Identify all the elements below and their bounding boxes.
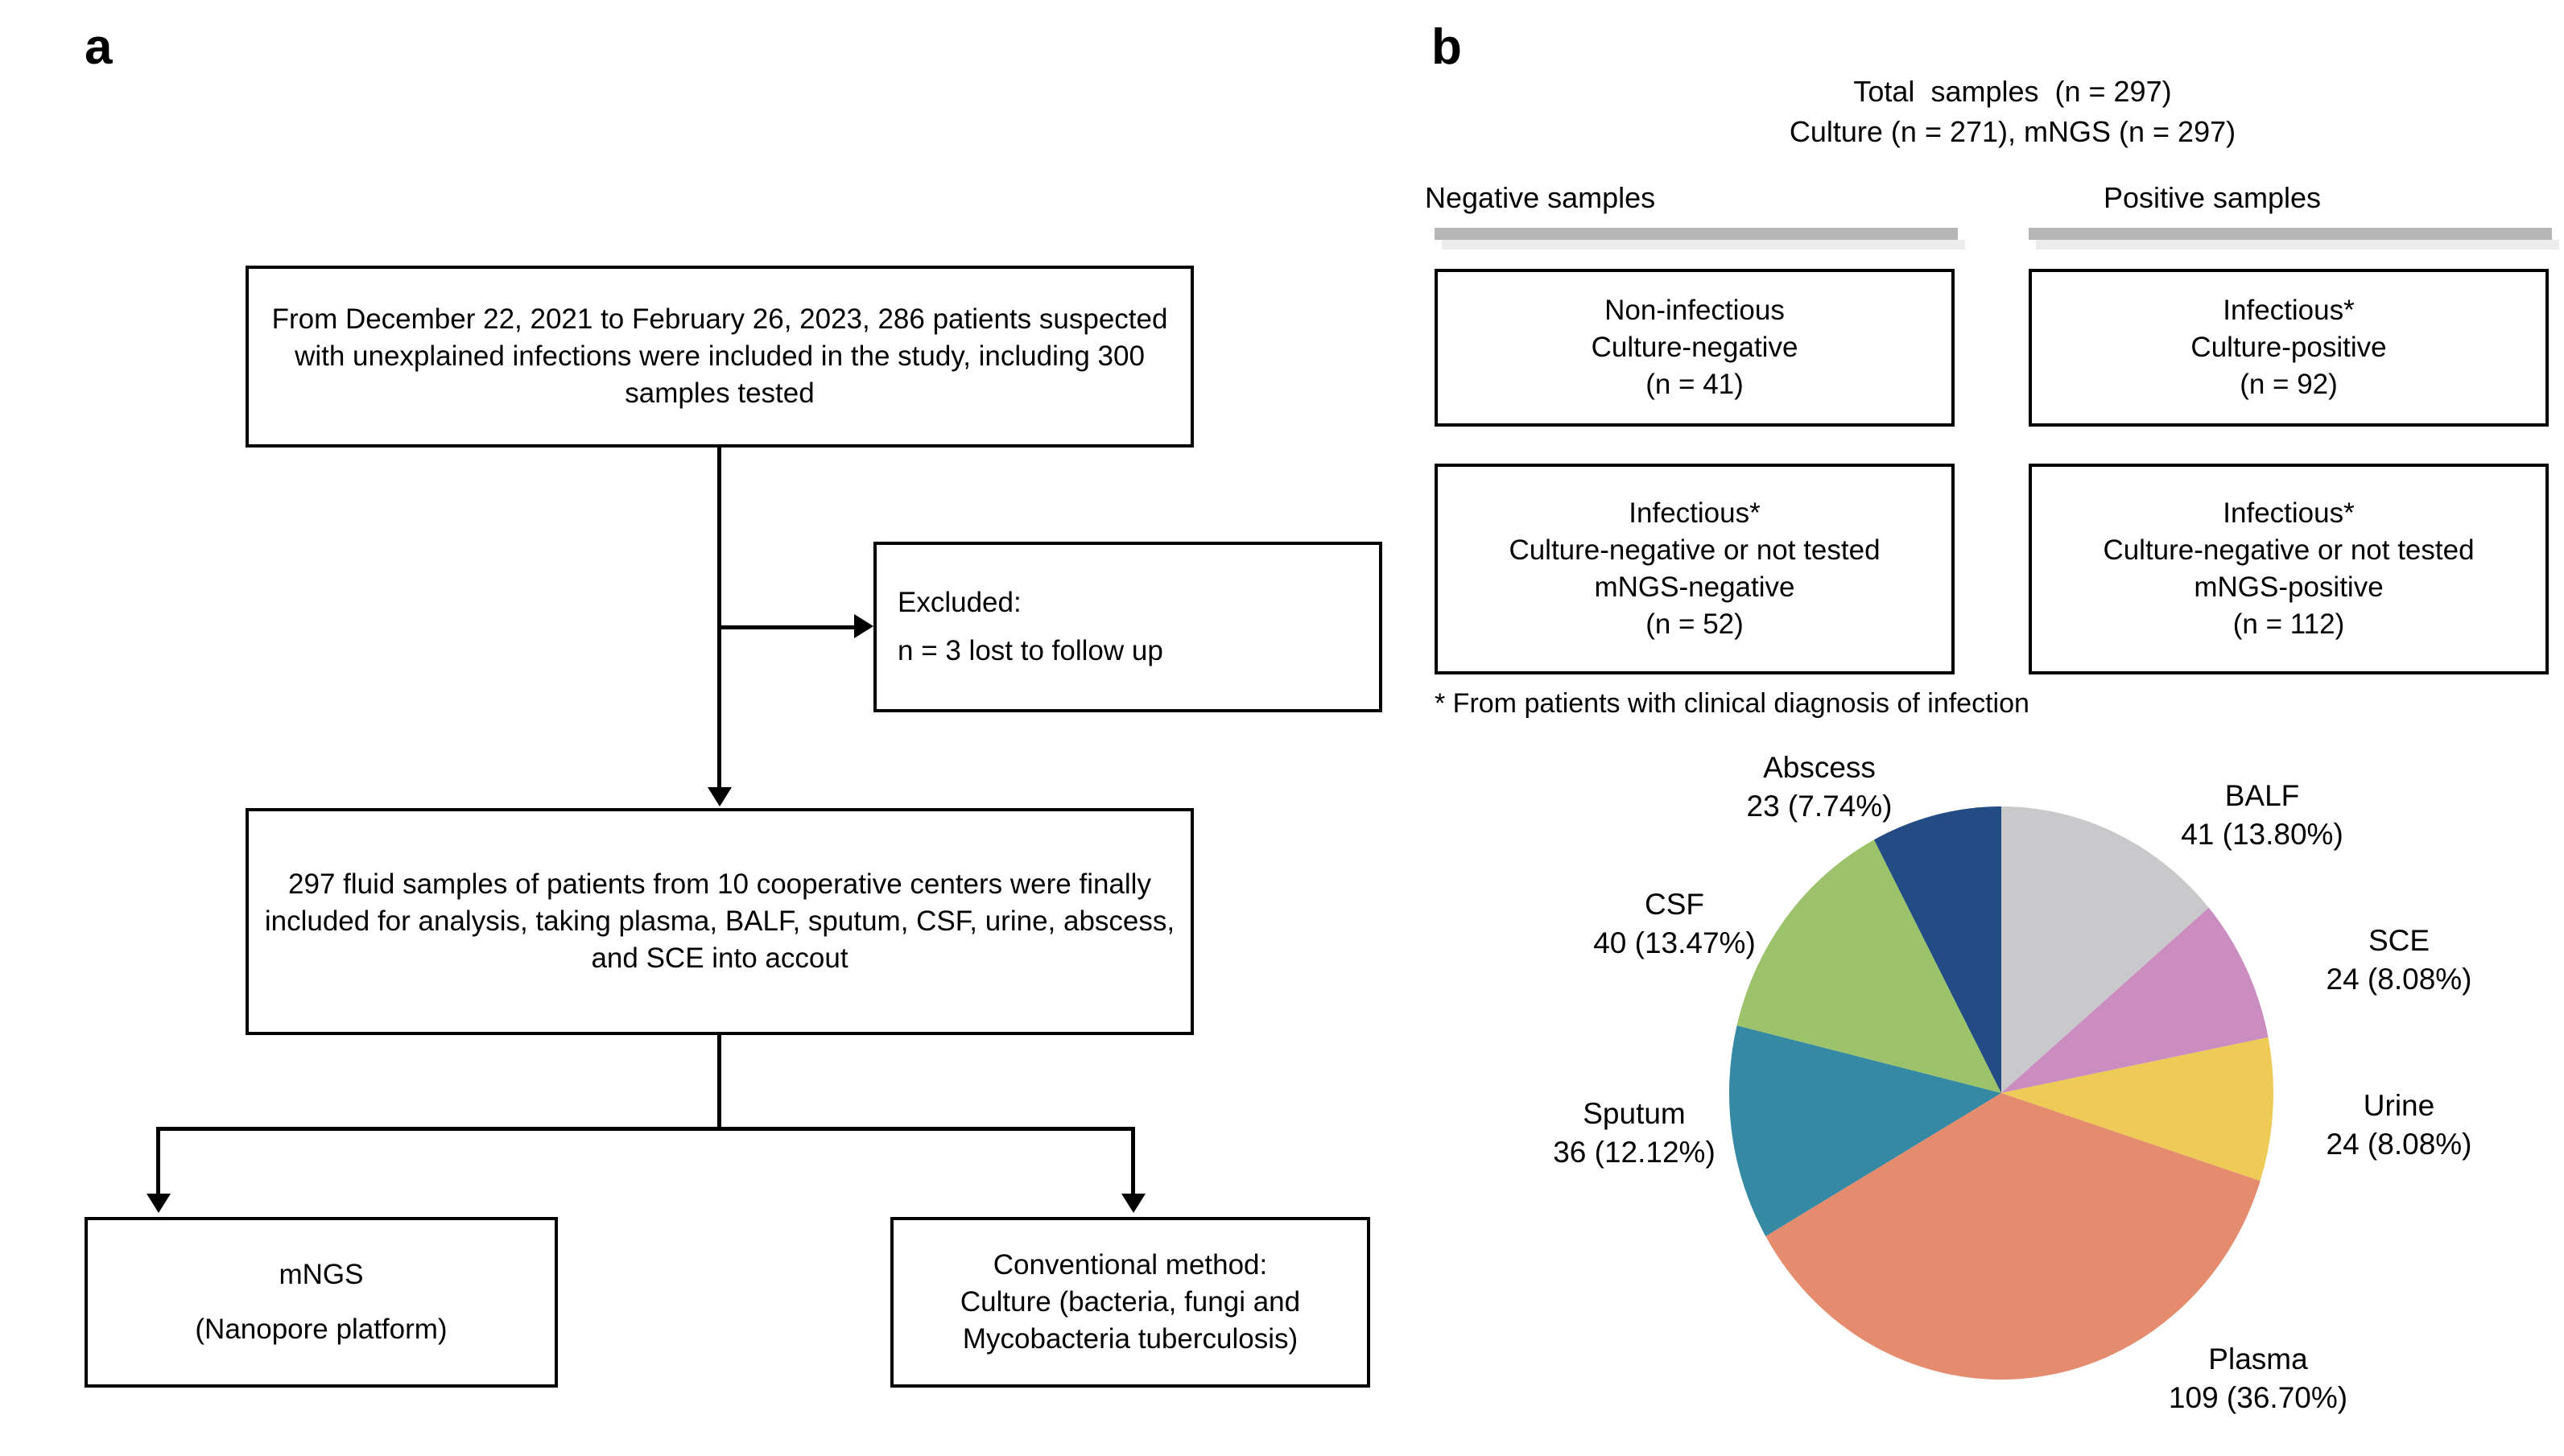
culture-positive-line3: (n = 92)	[2240, 369, 2338, 401]
summary-box-noninfectious-inner: Non-infectious Culture-negative (n = 41)	[1449, 292, 1940, 404]
flow-box-conventional-inner: Conventional method: Culture (bacteria, …	[905, 1247, 1356, 1359]
connector-box1-to-box3	[717, 448, 721, 790]
summary-box-culture-positive: Infectious* Culture-positive (n = 92)	[2029, 269, 2549, 427]
mngs-positive-line2: Culture-negative or not tested	[2103, 534, 2475, 566]
pie-svg	[1729, 806, 2273, 1380]
arrow-into-mngs-icon	[147, 1194, 171, 1213]
sample-type-pie-chart	[1729, 806, 2273, 1380]
mngs-positive-line4: (n = 112)	[2232, 608, 2345, 641]
excluded-count: n = 3 lost to follow up	[898, 635, 1163, 666]
noninfectious-line3: (n = 41)	[1645, 369, 1744, 401]
conventional-line3: Mycobacteria tuberculosis)	[962, 1323, 1299, 1355]
summary-box-mngs-negative: Infectious* Culture-negative or not test…	[1435, 464, 1955, 674]
pie-label-plasma: Plasma 109 (36.70%)	[2168, 1343, 2348, 1415]
flow-box-conventional: Conventional method: Culture (bacteria, …	[890, 1217, 1370, 1388]
connector-box3-stem	[717, 1035, 721, 1129]
pie-slice-plasma	[1765, 1093, 2261, 1380]
mngs-line2: (Nanopore platform)	[195, 1314, 448, 1345]
mngs-negative-line1: Infectious*	[1629, 497, 1761, 529]
panel-letter-b: b	[1431, 19, 1462, 75]
culture-positive-line2: Culture-positive	[2190, 331, 2387, 363]
pie-label-abscess: Abscess 23 (7.74%)	[1746, 751, 1893, 823]
flow-box-enrollment: From December 22, 2021 to February 26, 2…	[246, 266, 1194, 448]
arrow-into-box3-icon	[708, 787, 732, 806]
flow-box-included-text: 297 fluid samples of patients from 10 co…	[264, 868, 1175, 975]
mngs-negative-line2: Culture-negative or not tested	[1509, 534, 1881, 566]
summary-box-mngs-positive: Infectious* Culture-negative or not test…	[2029, 464, 2549, 674]
negative-samples-header: Negative samples	[1425, 181, 1656, 214]
mngs-negative-line3: mNGS-negative	[1594, 571, 1795, 603]
pie-slice-sputum	[1729, 1025, 2001, 1236]
arrow-into-excluded-icon	[854, 614, 873, 638]
mngs-line1: mNGS	[279, 1258, 364, 1290]
summary-box-noninfectious: Non-infectious Culture-negative (n = 41)	[1435, 269, 1955, 427]
flow-box-excluded-inner: Excluded: n = 3 lost to follow up	[898, 584, 1368, 670]
noninfectious-line1: Non-infectious	[1604, 294, 1785, 326]
summary-box-mngs-negative-inner: Infectious* Culture-negative or not test…	[1449, 495, 1940, 644]
positive-samples-divider	[2029, 228, 2559, 250]
pie-slice-urine	[2001, 1037, 2273, 1182]
panel-letter-a: a	[85, 19, 113, 75]
pie-label-sce: SCE 24 (8.08%)	[2326, 924, 2472, 996]
conventional-line2: Culture (bacteria, fungi and	[960, 1285, 1301, 1318]
pie-label-urine: Urine 24 (8.08%)	[2326, 1089, 2472, 1161]
flow-box-mngs-inner: mNGS (Nanopore platform)	[99, 1256, 543, 1348]
culture-positive-line1: Infectious*	[2223, 294, 2355, 326]
summary-title-line2: Culture (n = 271), mNGS (n = 297)	[1789, 115, 2236, 148]
flow-box-mngs: mNGS (Nanopore platform)	[85, 1217, 558, 1388]
connector-to-conventional	[1131, 1127, 1135, 1196]
pie-label-balf: BALF 41 (13.80%)	[2181, 779, 2343, 852]
summary-title-line1: Total samples (n = 297)	[1853, 75, 2172, 108]
excluded-title: Excluded:	[898, 586, 1022, 618]
flow-box-enrollment-text: From December 22, 2021 to February 26, 2…	[271, 303, 1168, 410]
connector-box3-split	[156, 1127, 1135, 1131]
mngs-negative-line4: (n = 52)	[1645, 608, 1744, 641]
summary-footnote: * From patients with clinical diagnosis …	[1435, 688, 2029, 719]
noninfectious-line2: Culture-negative	[1591, 331, 1798, 363]
arrow-into-conventional-icon	[1121, 1194, 1146, 1213]
pie-slice-csf	[1736, 839, 2001, 1093]
summary-box-culture-positive-inner: Infectious* Culture-positive (n = 92)	[2043, 292, 2534, 404]
mngs-positive-line1: Infectious*	[2223, 497, 2355, 529]
pie-label-sputum: Sputum 36 (12.12%)	[1553, 1097, 1716, 1169]
mngs-positive-line3: mNGS-positive	[2194, 571, 2384, 603]
positive-samples-header: Positive samples	[2103, 181, 2322, 214]
conventional-line1: Conventional method:	[993, 1248, 1268, 1281]
flow-box-excluded: Excluded: n = 3 lost to follow up	[873, 542, 1382, 712]
summary-box-mngs-positive-inner: Infectious* Culture-negative or not test…	[2043, 495, 2534, 644]
pie-slice-balf	[2001, 806, 2209, 1093]
connector-to-excluded	[717, 625, 861, 629]
pie-slice-sce	[2001, 907, 2269, 1093]
flow-box-included: 297 fluid samples of patients from 10 co…	[246, 808, 1194, 1035]
connector-to-mngs	[156, 1127, 160, 1196]
pie-label-csf: CSF 40 (13.47%)	[1593, 888, 1756, 960]
pie-slice-abscess	[1873, 806, 2001, 1093]
negative-samples-divider	[1435, 228, 1965, 250]
